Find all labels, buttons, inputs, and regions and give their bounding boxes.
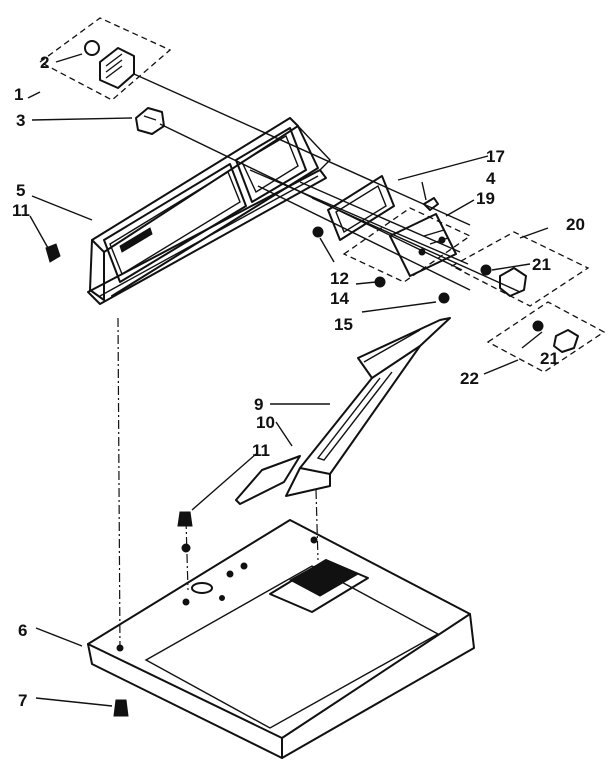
- callout-22: 22: [460, 369, 479, 388]
- callout-4: 4: [486, 169, 496, 188]
- callout-5: 5: [16, 181, 25, 200]
- part-9-chute: [285, 317, 451, 497]
- part-11-screw-lower: [177, 511, 193, 553]
- leader-lines: [27, 53, 549, 707]
- callout-2: 2: [40, 53, 49, 72]
- part-15-screw: [438, 292, 450, 304]
- part-17-bracket: [327, 175, 395, 241]
- part-7-screw: [113, 699, 129, 717]
- callout-11-upper: 11: [12, 201, 30, 220]
- callout-3: 3: [16, 111, 25, 130]
- callout-7: 7: [18, 691, 27, 710]
- alignment-axes: [117, 73, 521, 651]
- callout-9: 9: [254, 395, 263, 414]
- part-5-console: [87, 117, 331, 305]
- callout-10: 10: [256, 413, 275, 432]
- part-19-panel: [342, 207, 472, 283]
- callout-12: 12: [330, 269, 349, 288]
- callout-labels: 2 1 3 5 11 17 4 19 20 21 12 14 15 21 22 …: [12, 53, 585, 710]
- part-20-box: [450, 231, 590, 307]
- part-14-screw: [374, 276, 386, 288]
- part-group-1-box: [38, 17, 172, 101]
- part-4-screw: [423, 197, 439, 211]
- part-22-box: [486, 301, 606, 373]
- callout-21-upper: 21: [532, 255, 551, 274]
- callout-14: 14: [330, 289, 349, 308]
- part-11-screw-upper: [45, 243, 61, 263]
- callout-17: 17: [486, 147, 505, 166]
- callout-15: 15: [334, 315, 353, 334]
- part-10-gasket: [235, 455, 301, 505]
- callout-19: 19: [476, 189, 495, 208]
- part-6-top-panel: [87, 519, 475, 759]
- callout-6: 6: [18, 621, 27, 640]
- part-3-knob: [135, 107, 165, 135]
- callout-20: 20: [566, 215, 585, 234]
- callout-21-lower: 21: [540, 349, 559, 368]
- part-2-switch: [84, 40, 135, 89]
- part-12-screw: [312, 226, 324, 238]
- callout-11-lower: 11: [252, 441, 270, 460]
- callout-1: 1: [14, 85, 23, 104]
